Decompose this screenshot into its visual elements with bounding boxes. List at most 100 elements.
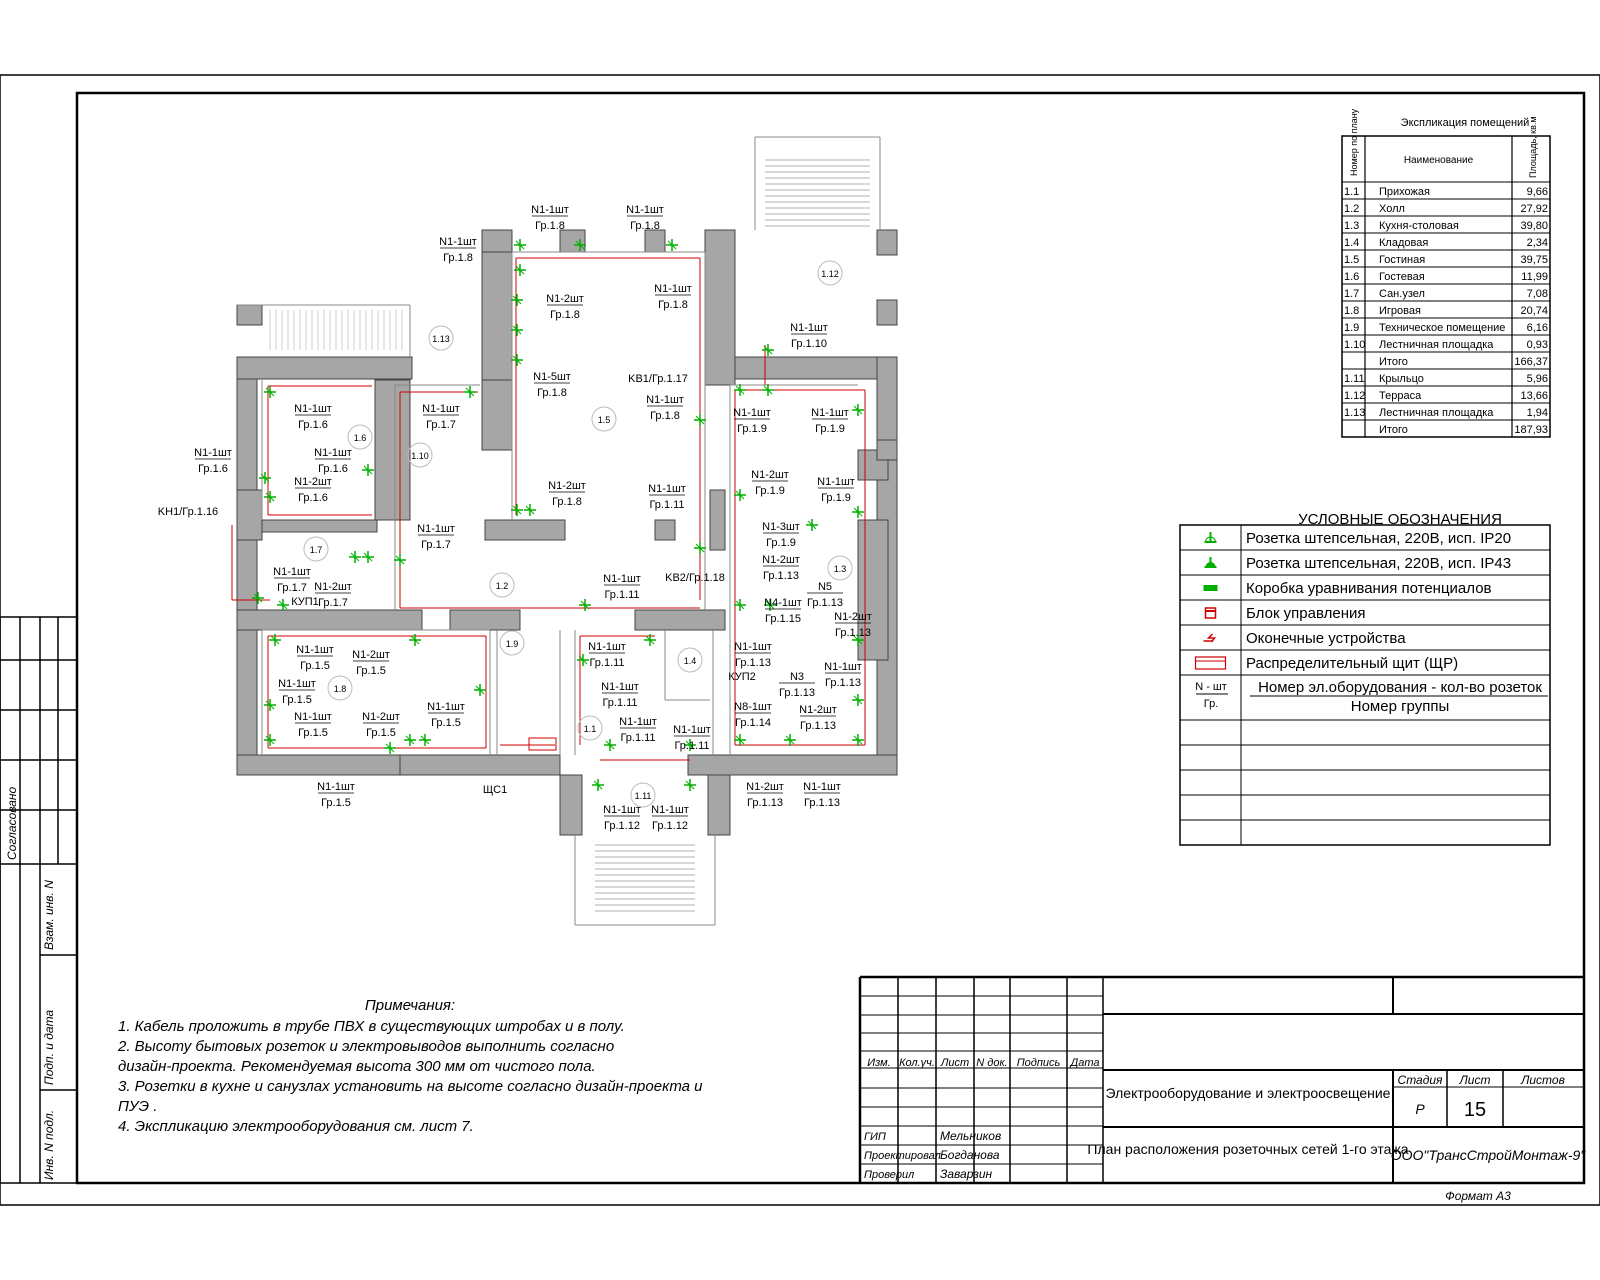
socket-icon xyxy=(511,354,523,366)
label-text: Гостиная xyxy=(1379,254,1425,266)
sheet-number: 15 xyxy=(1464,1099,1486,1121)
label-text: 1.11 xyxy=(635,791,652,801)
col-header: Подпись xyxy=(1017,1057,1061,1069)
wall xyxy=(449,609,521,631)
label-text: 1.3 xyxy=(1344,220,1359,232)
label-text: Гр.1.6 xyxy=(318,463,348,475)
label-text: 1.6 xyxy=(354,433,367,443)
label-text: N1-1шт xyxy=(811,407,849,419)
label-text: 1.13 xyxy=(1344,407,1365,419)
explication-title: Экспликация помещений xyxy=(1401,117,1530,129)
socket-icon xyxy=(666,239,678,251)
label-text: Гр.1.13 xyxy=(835,627,871,639)
role-name: Богданова xyxy=(940,1148,1000,1162)
label-text: N1-2шт xyxy=(751,469,789,481)
wall xyxy=(236,609,423,631)
stage-value: Р xyxy=(1415,1101,1425,1117)
socket-icon xyxy=(592,779,604,791)
legend-table: Розетка штепсельная, 220В, исп. IP20Розе… xyxy=(1179,524,1551,846)
socket-icon xyxy=(264,491,276,503)
label-text: Гр.1.13 xyxy=(779,687,815,699)
label-text: Гр.1.6 xyxy=(298,419,328,431)
socket-icon xyxy=(362,464,374,476)
label-text: N1-1шт xyxy=(194,447,232,459)
label-text: N1-1шт xyxy=(422,403,460,415)
socket-icon xyxy=(384,742,396,754)
wall xyxy=(876,439,898,461)
label-text: КУП1 xyxy=(291,596,319,608)
label-text: N1-1шт xyxy=(294,403,332,415)
equipment-label: КУП1 xyxy=(291,596,319,608)
socket-icon xyxy=(277,599,289,611)
label-text: 1.1 xyxy=(1344,186,1359,198)
wall xyxy=(634,609,726,631)
label-text: 1.5 xyxy=(1344,254,1359,266)
label-text: 7,08 xyxy=(1527,288,1548,300)
label-text: 1.7 xyxy=(310,545,323,555)
label-text: N1-2шт xyxy=(548,480,586,492)
label-text: КУП2 xyxy=(728,671,756,683)
building-plan: 1.11.21.31.41.51.61.71.81.91.101.111.121… xyxy=(231,136,898,926)
label-text: N1-1шт xyxy=(294,711,332,723)
label-text: N1-1шт xyxy=(314,447,352,459)
col-header: Изм. xyxy=(867,1057,890,1069)
socket-icon xyxy=(684,779,696,791)
room-tag: 1.12 xyxy=(817,260,843,286)
label-text: Лист xyxy=(1459,1073,1491,1087)
distribution-board-shs1 xyxy=(528,737,557,751)
room-tag: 1.8 xyxy=(327,675,353,701)
label-text: N1-1шт xyxy=(673,724,711,736)
label-text: Прихожая xyxy=(1379,186,1430,198)
label-text: N1-1шт xyxy=(824,661,862,673)
socket-icon xyxy=(269,634,281,646)
label-text: Гр.1.6 xyxy=(198,463,228,475)
role-name: Мельников xyxy=(940,1129,1001,1143)
socket-icon xyxy=(852,634,864,646)
wall xyxy=(707,774,731,836)
label-text: Гр.1.11 xyxy=(604,589,639,601)
label-text: Гр.1.9 xyxy=(737,423,767,435)
label-text: Листов xyxy=(1520,1073,1565,1087)
label-text: N1-1шт xyxy=(417,523,455,535)
label-text: N1-1шт xyxy=(317,781,355,793)
socket-icon xyxy=(644,634,656,646)
notes: 1. Кабель проложить в трубе ПВХ в сущест… xyxy=(117,1018,703,1135)
socket-ip20-icon xyxy=(1204,532,1217,543)
equipment-label: КУП2 xyxy=(728,671,756,683)
socket-icon xyxy=(694,414,706,426)
socket-icon xyxy=(394,554,406,566)
header-name: Наименование xyxy=(1404,155,1474,166)
label-text: N1-2шт xyxy=(294,476,332,488)
socket-icon xyxy=(511,324,523,336)
socket-icon xyxy=(514,239,526,251)
terminal-device-icon xyxy=(1203,633,1216,643)
socket-icon xyxy=(734,734,746,746)
label-text: Гр.1.10 xyxy=(791,338,827,350)
room-tag: 1.9 xyxy=(499,630,525,656)
room-tag: 1.6 xyxy=(347,424,373,450)
equipment-label: KB1/Гр.1.17 xyxy=(628,373,688,385)
room-tag: 1.2 xyxy=(489,572,515,598)
label-text: Терраса xyxy=(1379,390,1422,402)
wall xyxy=(709,489,726,551)
socket-icon xyxy=(784,734,796,746)
socket-icon xyxy=(511,504,523,516)
stamp-agreed: Согласовано xyxy=(5,786,19,860)
label-text: N8-1шт xyxy=(734,701,772,713)
label-text: N1-2шт xyxy=(762,554,800,566)
label-text: 1.10 xyxy=(411,451,429,461)
